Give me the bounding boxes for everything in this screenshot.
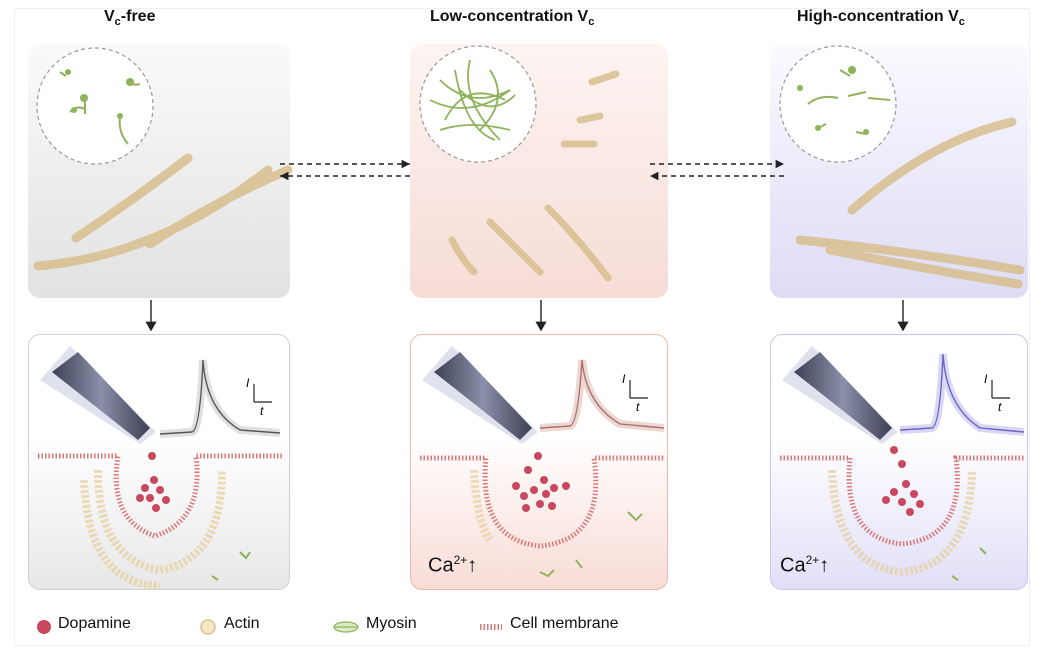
axis-y-free: I: [246, 376, 250, 390]
membrane-low: [420, 455, 664, 549]
legend-dopamine: Dopamine: [58, 615, 131, 632]
electrode-low: [422, 346, 538, 444]
dashed-arrows-right: [650, 159, 784, 181]
axis-x-low: t: [636, 400, 640, 414]
membrane-free: [38, 453, 282, 539]
legend-cell-membrane: Cell membrane: [510, 615, 619, 632]
legend-actin: Actin: [224, 615, 260, 632]
dopamine-free: [136, 452, 170, 512]
axes-icon-high: [991, 380, 1010, 399]
axis-x-high: t: [998, 400, 1002, 414]
ca-label-high: Ca2+↑: [780, 553, 830, 577]
actin-circle-icon: [200, 619, 216, 635]
inset-circle-free: [36, 47, 154, 165]
electrode-free: [40, 346, 156, 444]
axis-y-low: I: [622, 372, 626, 386]
dashed-arrows-left: [280, 159, 410, 181]
axes-icon-low: [629, 380, 648, 399]
trace-high: [899, 353, 1025, 436]
trace-free: [159, 359, 281, 438]
myosin-icon: [333, 621, 359, 633]
ca-label-low: Ca2+↑: [428, 553, 478, 577]
title-high-concentration: High-concentration Vc: [797, 8, 965, 29]
electrode-high: [782, 346, 898, 444]
actin-pocket-low: [470, 469, 494, 543]
membrane-high: [780, 455, 1024, 547]
axis-x-free: t: [260, 404, 264, 418]
axis-y-high: I: [984, 372, 988, 386]
myosin-bottom: [211, 511, 987, 581]
actin-filaments-low: [448, 70, 620, 282]
trace-low: [539, 359, 665, 432]
actin-filaments-free: [33, 153, 293, 271]
dopamine-low: [512, 452, 570, 512]
axes-icon-free: [253, 384, 272, 403]
dopamine-dot-icon: [37, 620, 51, 634]
actin-pocket-free: [80, 469, 226, 590]
inset-circle-low: [419, 45, 537, 163]
title-low-concentration: Low-concentration Vc: [430, 8, 595, 29]
actin-pocket-high: [828, 469, 976, 577]
legend-myosin: Myosin: [366, 615, 417, 632]
title-vc-free: Vc-free: [104, 8, 156, 29]
dopamine-high: [882, 446, 924, 516]
actin-filaments-high: [795, 117, 1025, 289]
inset-circle-high: [779, 45, 897, 163]
